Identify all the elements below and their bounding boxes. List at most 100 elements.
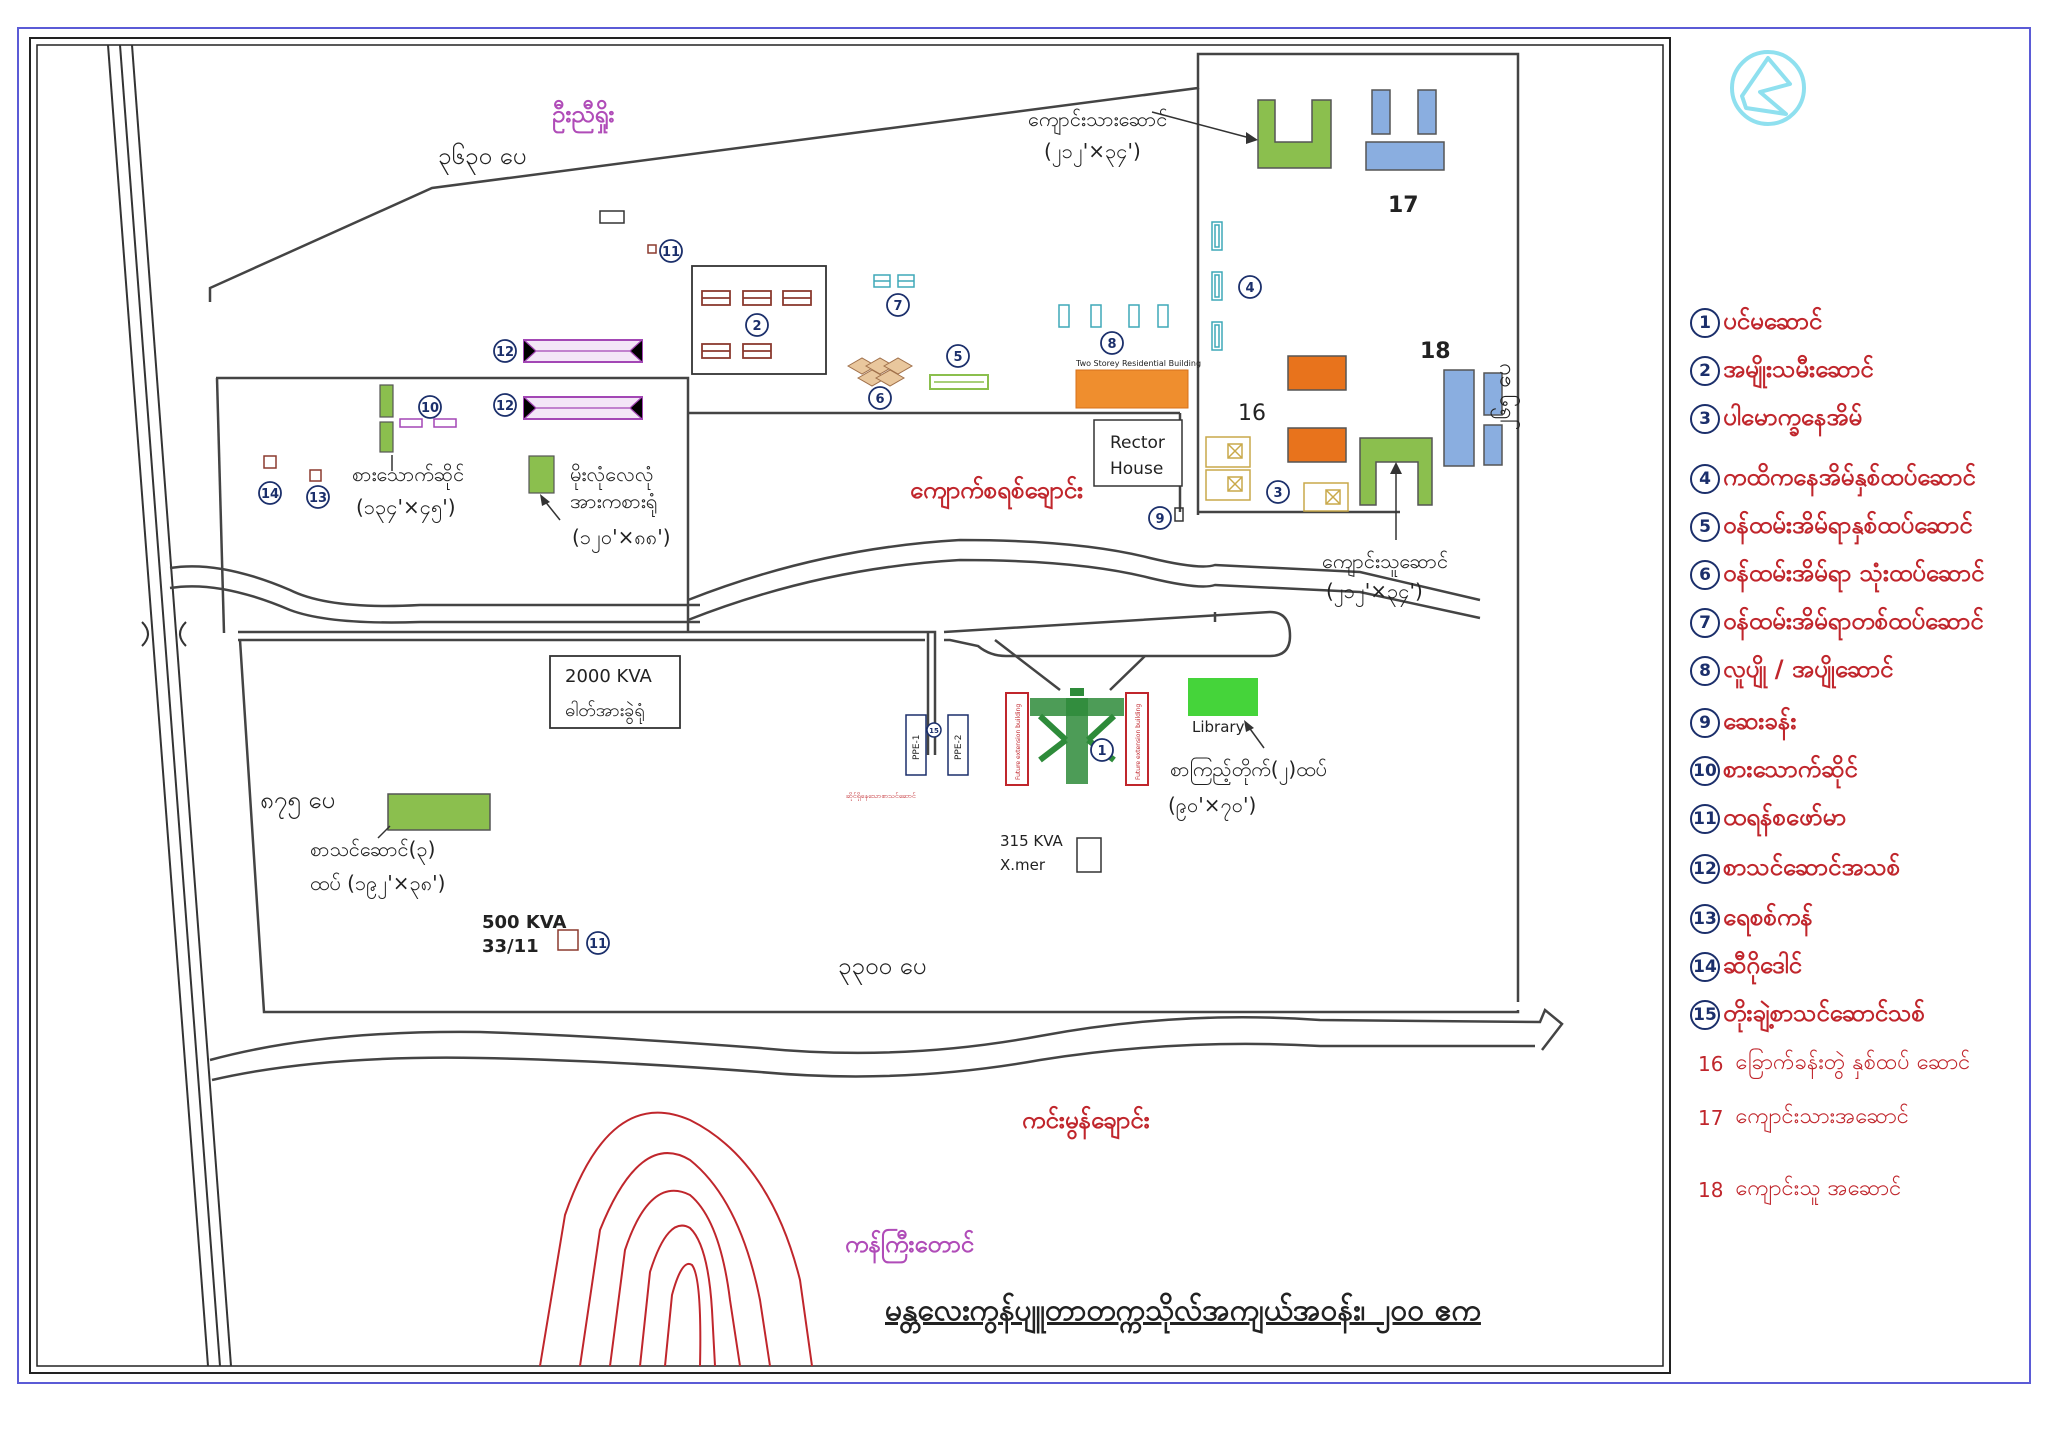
building-17-c bbox=[1365, 141, 1445, 171]
marker-12b[interactable]: 12 bbox=[493, 393, 517, 417]
proposed-label: ဆိုင်ရှိနေသောစာသင်ဆောင် bbox=[846, 792, 916, 801]
marker-1[interactable]: 1 bbox=[1090, 738, 1114, 762]
legend-label: ရေစစ်ကန် bbox=[1723, 903, 1813, 931]
building-18-c bbox=[1483, 424, 1503, 466]
canteen-a bbox=[379, 384, 394, 418]
marker-4[interactable]: 4 bbox=[1238, 275, 1262, 299]
legend-number: 2 bbox=[1690, 356, 1720, 386]
legend-label: တိုးချဲ့စာသင်ဆောင်သစ် bbox=[1723, 999, 1925, 1027]
legend-label: အမျိုးသမီးဆောင် bbox=[1723, 355, 1874, 383]
kva2000-box bbox=[549, 655, 681, 729]
marker-8[interactable]: 8 bbox=[1100, 331, 1124, 355]
kva500-label-2: 33/11 bbox=[482, 936, 539, 957]
marker-13[interactable]: 13 bbox=[306, 485, 330, 509]
map-title: မန္တလေးကွန်ပျူတာတက္ကသိုလ်အကျယ်အဝန်း၊ ၂၀၀… bbox=[885, 1292, 1482, 1335]
marker-10[interactable]: 10 bbox=[418, 395, 442, 419]
bachelor-houses bbox=[1058, 304, 1169, 328]
legend-label: စာသင်ဆောင်အသစ် bbox=[1723, 853, 1901, 881]
svg-text:12: 12 bbox=[496, 345, 514, 360]
lecture-hall-arrow bbox=[377, 825, 391, 839]
legend-number: 18 bbox=[1698, 1177, 1724, 1202]
marker-2[interactable]: 2 bbox=[745, 313, 769, 337]
kva2000-label-2: ဓါတ်အားခွဲရုံ bbox=[565, 700, 645, 724]
gym-label-2: အားကစားရုံ bbox=[570, 489, 657, 517]
legend-label: ဝန်ထမ်းအိမ်ရာ သုံးထပ်ဆောင် bbox=[1723, 559, 1985, 587]
kva2000-label-1: 2000 KVA bbox=[565, 666, 652, 687]
building-17-a bbox=[1371, 89, 1391, 135]
marker-15[interactable]: 15 bbox=[926, 722, 942, 738]
library-building bbox=[1188, 678, 1258, 716]
women-hostel-units bbox=[701, 290, 812, 359]
legend-number: 10 bbox=[1690, 756, 1720, 786]
campus-boundary bbox=[208, 52, 1520, 1014]
rector-houses bbox=[1205, 436, 1349, 512]
legend-label: ကထိကနေအိမ်နှစ်ထပ်ဆောင် bbox=[1723, 463, 1976, 491]
legend-number: 1 bbox=[1690, 308, 1720, 338]
ppe-2-label: PPE-2 bbox=[954, 734, 964, 760]
marker-5[interactable]: 5 bbox=[946, 344, 970, 368]
svg-text:6: 6 bbox=[875, 392, 884, 407]
building-18-b bbox=[1483, 372, 1503, 416]
svg-text:11: 11 bbox=[589, 937, 607, 952]
library-label: Library bbox=[1192, 718, 1245, 736]
marker-3[interactable]: 3 bbox=[1266, 480, 1290, 504]
marker-11b[interactable]: 11 bbox=[586, 931, 610, 955]
lecturer-houses bbox=[1211, 221, 1223, 351]
female-hostel-size: (၂၁၂'×၃၄') bbox=[1326, 579, 1423, 607]
marker-11a[interactable]: 11 bbox=[659, 239, 683, 263]
small-building-north bbox=[599, 210, 625, 224]
male-hostel-arrow bbox=[1151, 111, 1251, 139]
clinic bbox=[1174, 507, 1184, 522]
legend-number: 7 bbox=[1690, 608, 1720, 638]
male-hostel-label: ကျောင်းသားဆောင် bbox=[1028, 107, 1167, 135]
kva315-box bbox=[1076, 837, 1102, 873]
lecture-hall-3 bbox=[387, 793, 491, 831]
building-18-a bbox=[1443, 369, 1475, 467]
legend-label: ဆီဂိုဒေါင် bbox=[1723, 951, 1802, 979]
road-east-label: ၂၆၅ ပေ bbox=[1490, 363, 1520, 430]
village-north-label: ဦးညီရှိုး bbox=[552, 99, 614, 134]
rector-label-2: House bbox=[1110, 459, 1163, 479]
two-storey-label: Two Storey Residential Building bbox=[1075, 359, 1201, 368]
svg-text:4: 4 bbox=[1245, 281, 1254, 296]
gym-building bbox=[528, 455, 555, 494]
university-logo bbox=[1730, 50, 1806, 126]
women-hostel-frame bbox=[691, 265, 827, 375]
svg-text:13: 13 bbox=[309, 491, 327, 506]
canteen-units bbox=[399, 418, 457, 428]
legend-label: ဝန်ထမ်းအိမ်ရာတစ်ထပ်ဆောင် bbox=[1723, 607, 1984, 635]
staff-houses-5 bbox=[929, 374, 989, 390]
svg-text:14: 14 bbox=[261, 487, 279, 502]
building-17-b bbox=[1417, 89, 1437, 135]
lecture-hall-size: ထပ် (၁၉၂'×၃၈') bbox=[310, 871, 445, 899]
legend-label: စားသောက်ဆိုင် bbox=[1723, 755, 1858, 783]
legend-number: 3 bbox=[1690, 404, 1720, 434]
marker-9[interactable]: 9 bbox=[1148, 506, 1172, 530]
marker-14[interactable]: 14 bbox=[258, 481, 282, 505]
ppe-1-box bbox=[905, 714, 927, 776]
transformer-north bbox=[647, 244, 657, 254]
marker-6[interactable]: 6 bbox=[868, 386, 892, 410]
parcel-lines bbox=[215, 376, 1400, 634]
future-ext-label-1: Future extension building bbox=[1015, 704, 1022, 780]
staff-houses-7 bbox=[873, 274, 915, 288]
creek-south-label: ကင်းမွန်ချောင်း bbox=[1022, 1105, 1150, 1140]
marker-12a[interactable]: 12 bbox=[493, 339, 517, 363]
building-16-b bbox=[1287, 427, 1347, 463]
marker-7[interactable]: 7 bbox=[886, 293, 910, 317]
legend-label: ထရန်စဖော်မာ bbox=[1723, 803, 1847, 831]
male-hostel-arrow-head bbox=[1246, 132, 1258, 144]
